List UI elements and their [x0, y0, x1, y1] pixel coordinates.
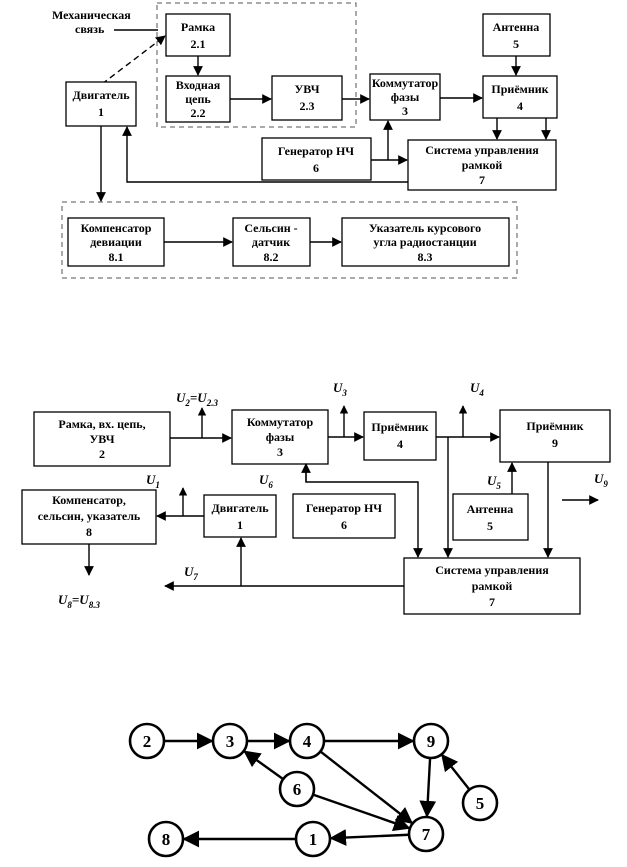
signal-u8: U8=U8.3	[58, 592, 100, 610]
graph-node-label: 3	[226, 732, 235, 751]
indicator-group-dashed	[61, 201, 518, 279]
graph-node-4: 4	[288, 722, 326, 760]
graph-node-8: 8	[147, 820, 185, 858]
graph-node-label: 5	[476, 794, 485, 813]
graph-node-label: 1	[309, 830, 318, 849]
signal-u5: U5	[487, 473, 501, 491]
graph-edge-5-9	[441, 753, 471, 791]
graph-node-5: 5	[461, 784, 499, 822]
diagram-2-connectors	[84, 405, 599, 591]
graph-node-label: 4	[303, 732, 312, 751]
signal-u6: U6	[259, 472, 273, 490]
graph-edge-4-7	[319, 750, 414, 824]
graph-node-9: 9	[412, 722, 450, 760]
mech-link-arrow	[101, 35, 166, 85]
graph-node-label: 2	[143, 732, 152, 751]
frame-group-dashed	[156, 2, 357, 128]
signal-u1: U1	[146, 472, 160, 490]
graph-edge-6-3	[243, 750, 284, 781]
graph-edge-9-7	[419, 757, 437, 818]
mech-link-label: Механическая связь	[52, 8, 134, 36]
graph-node-label: 8	[162, 830, 171, 849]
signal-u3: U3	[333, 380, 347, 398]
signal-u7: U7	[184, 564, 198, 582]
graph-node-2: 2	[128, 722, 166, 760]
graph-node-6: 6	[278, 770, 316, 808]
signal-u9: U9	[594, 471, 608, 489]
graph-edge-6-7	[312, 793, 411, 832]
graph-node-label: 6	[293, 780, 302, 799]
signal-u2: U2=U2.3	[176, 390, 218, 408]
graph-edge-7-1	[329, 829, 410, 846]
signal-graph: 2 3 4 9 6 5 8 1 7	[128, 722, 499, 858]
graph-node-1: 1	[294, 820, 332, 858]
graph-node-label: 7	[422, 825, 431, 844]
graph-node-7: 7	[407, 815, 445, 853]
graph-node-3: 3	[211, 722, 249, 760]
diagram-1-connectors	[96, 56, 551, 247]
graph-node-label: 9	[427, 732, 436, 751]
signal-u4: U4	[470, 380, 484, 398]
svg-text:Генератор НЧ6: Генератор НЧ6	[278, 144, 354, 175]
